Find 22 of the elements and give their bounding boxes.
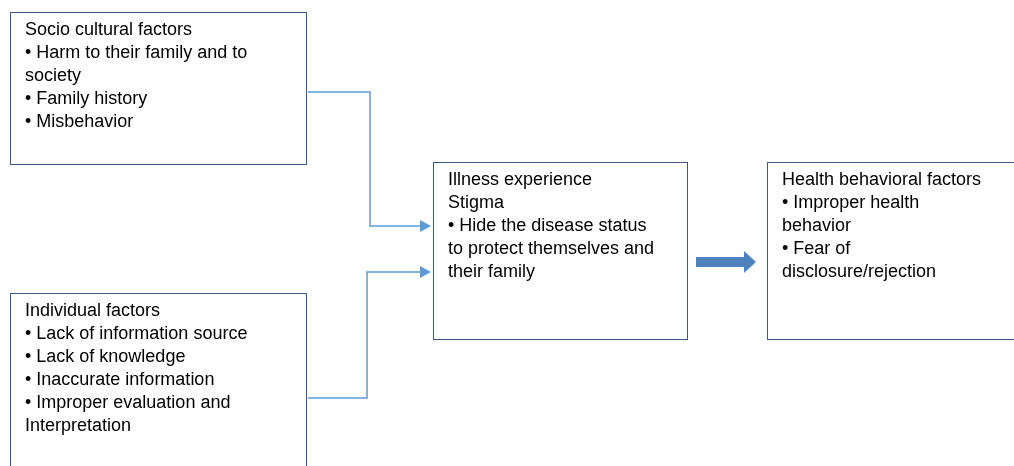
box-heading: Health behavioral factors: [782, 168, 983, 191]
box-text: • Improper evaluation and Interpretation: [25, 391, 232, 437]
box-text: • Family history: [25, 87, 149, 110]
factor-box: [10, 293, 307, 466]
box-text: • Harm to their family and to society: [25, 41, 249, 87]
box-text: • Improper health behavior: [782, 191, 921, 237]
box-text: • Misbehavior: [25, 110, 135, 133]
box-heading: Illness experience: [448, 168, 594, 191]
box-text: Stigma: [448, 191, 506, 214]
factor-box: [10, 12, 307, 165]
box-text: • Lack of knowledge: [25, 345, 187, 368]
box-text: • Inaccurate information: [25, 368, 216, 391]
factor-box: [767, 162, 1014, 340]
box-text: • Fear of disclosure/rejection: [782, 237, 938, 283]
box-heading: Socio cultural factors: [25, 18, 194, 41]
arrow: [307, 266, 431, 399]
box-heading: Individual factors: [25, 299, 162, 322]
box-text: • Lack of information source: [25, 322, 249, 345]
factor-box: [433, 162, 688, 340]
block-arrow: [696, 251, 756, 273]
box-text: • Hide the disease status to protect themselves and their family: [448, 214, 656, 283]
arrow: [307, 91, 431, 232]
